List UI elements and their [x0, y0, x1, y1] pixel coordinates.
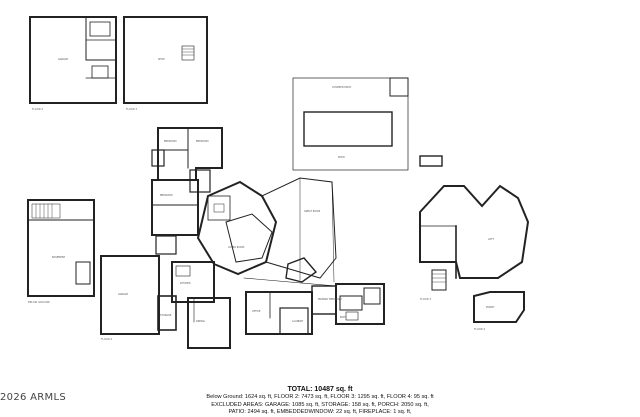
- upper-floor-plan: LOFT FLOOR 3 PORCH FLOOR 4: [419, 155, 530, 331]
- room-label-patio: PATIO: [338, 156, 345, 159]
- floor-label-d: FLOOR 3: [420, 297, 432, 301]
- room-label-living-room: LIVING ROOM: [228, 246, 244, 249]
- room-label-primary-bedroom: PRIMARY BEDROOM: [318, 298, 342, 301]
- room-label-laundry: LAUNDRY: [292, 320, 304, 323]
- room-label-garage-main: GARAGE: [118, 293, 128, 296]
- floor-label-f: BELOW GROUND: [28, 300, 50, 304]
- room-label-loft: LOFT: [488, 238, 494, 241]
- basement-plan: BASEMENT BELOW GROUND: [27, 199, 95, 304]
- shop-building: SHOP FLOOR 2: [123, 16, 208, 111]
- floor-label-b: FLOOR 2: [126, 107, 138, 111]
- room-label-bedroom-2: BEDROOM: [196, 140, 208, 143]
- watermark-text: 2026 ARMLS: [0, 392, 66, 403]
- covered-patio: COVERED PATIO PATIO: [292, 77, 409, 171]
- room-label-porch: PORCH: [486, 306, 495, 309]
- total-area: TOTAL: 10487 sq. ft: [287, 386, 353, 393]
- room-label-bedroom-1: BEDROOM: [164, 140, 176, 143]
- room-label-great-room: GREAT ROOM: [304, 210, 320, 213]
- room-label-kitchen: KITCHEN: [180, 282, 191, 285]
- floor-label-a: FLOOR 2: [32, 107, 44, 111]
- room-label-office: OFFICE: [252, 310, 261, 313]
- room-label-basement: BASEMENT: [52, 256, 66, 259]
- room-label-garage-building: GARAGE: [58, 58, 68, 61]
- area-line-floors: Below Ground: 1624 sq. ft, FLOOR 2: 7473…: [206, 394, 434, 400]
- room-label-shop: SHOP: [158, 58, 165, 61]
- room-label-covered-patio: COVERED PATIO: [332, 86, 351, 89]
- room-label-bath: BATH: [340, 316, 347, 319]
- main-house: LIVING ROOM GREAT ROOM KITCHEN BEDROOM B…: [100, 127, 385, 349]
- room-label-storage: STORAGE: [160, 314, 172, 317]
- floor-label-c: FLOOR 2: [101, 337, 113, 341]
- room-label-dining: DINING: [196, 320, 205, 323]
- detached-garage: GARAGE FLOOR 2: [29, 16, 117, 111]
- room-label-bedroom-3: BEDROOM: [160, 194, 172, 197]
- floor-label-e: FLOOR 4: [474, 327, 486, 331]
- area-line-excluded: EXCLUDED AREAS: GARAGE: 1085 sq. ft, STO…: [211, 401, 429, 408]
- area-summary: TOTAL: 10487 sq. ft Below Ground: 1624 s…: [0, 386, 640, 417]
- area-line-patio: PATIO: 2494 sq. ft, EMBEDDEDWINDOW: 22 s…: [228, 409, 412, 416]
